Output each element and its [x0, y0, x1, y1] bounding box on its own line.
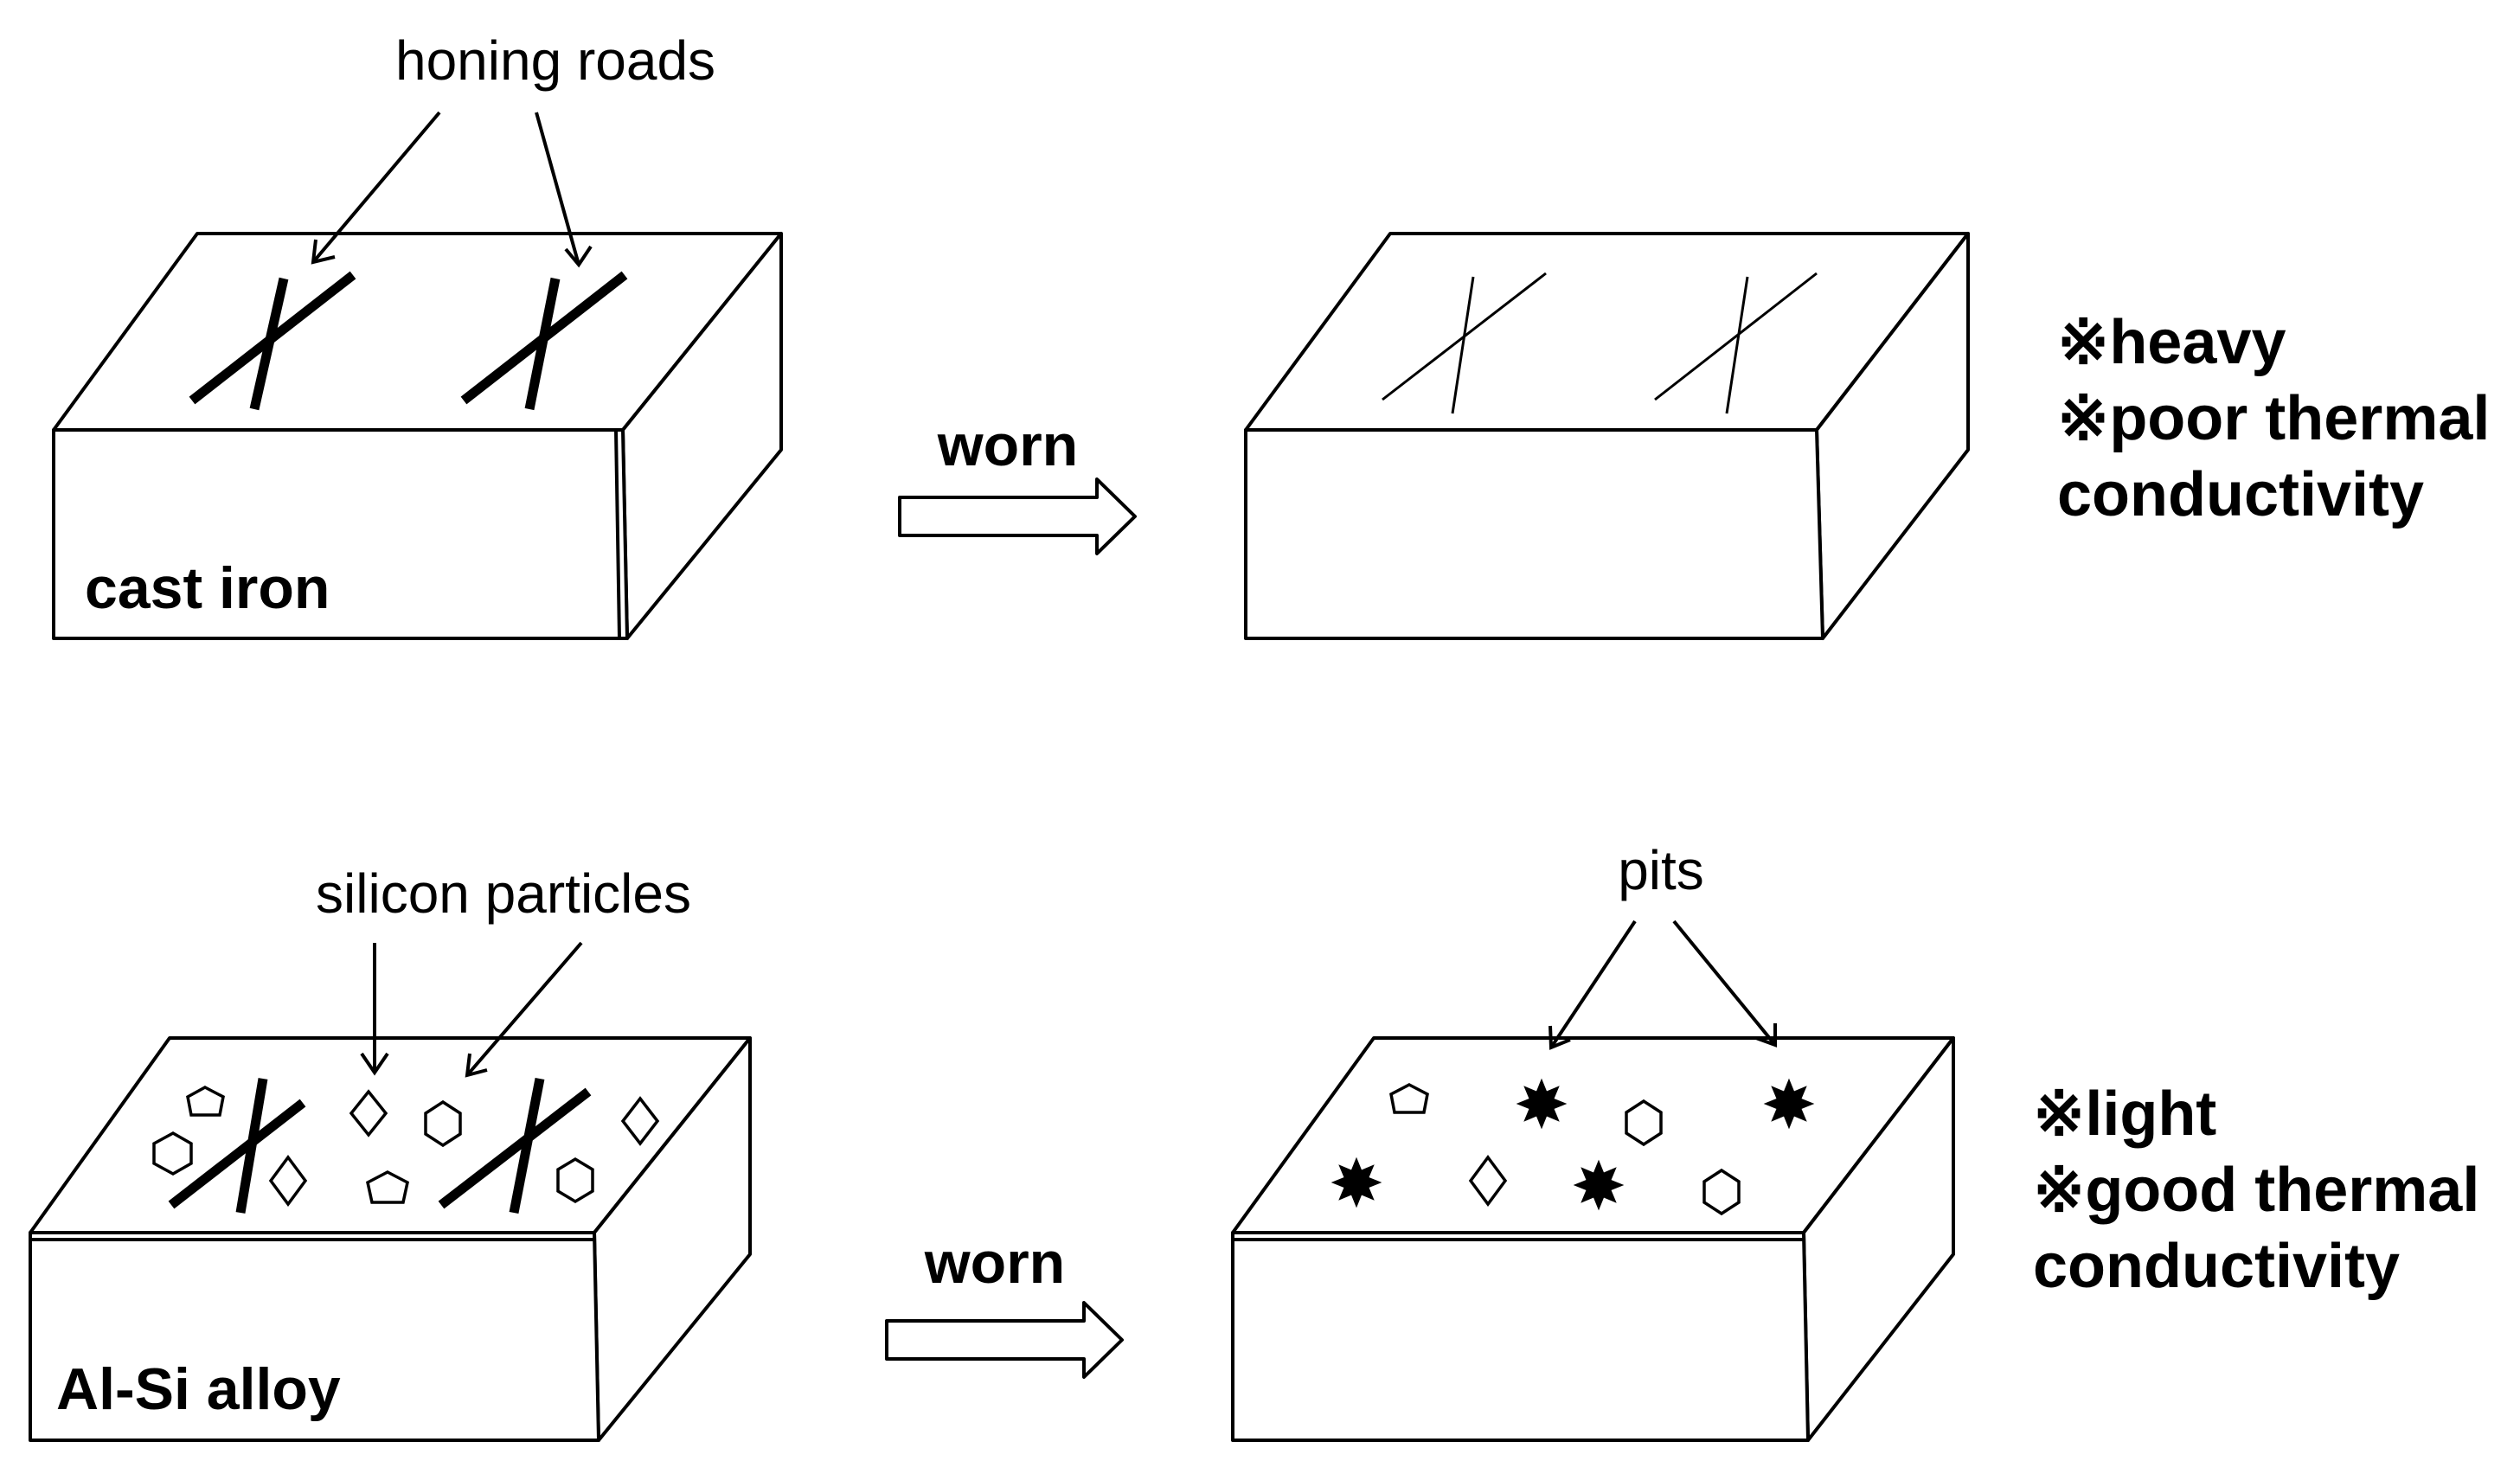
- property-line: ※good thermal: [2033, 1156, 2479, 1225]
- property-line: ※light: [2033, 1080, 2216, 1149]
- property-line: conductivity: [2033, 1232, 2400, 1301]
- worn-label-bottom: worn: [924, 1230, 1065, 1296]
- honing-road-line: [509, 1077, 545, 1214]
- pit-mark: [1331, 1157, 1382, 1208]
- honing-roads-pointer-arrows: [311, 111, 593, 268]
- al-si-front-face: [29, 1231, 600, 1442]
- worn-honing-road-line: [1451, 276, 1475, 414]
- property-line: conductivity: [2057, 460, 2424, 529]
- worn-cast-iron-front-face: [1244, 428, 1824, 640]
- worn-arrow-top: [898, 477, 1137, 555]
- honing-road-line: [249, 277, 289, 411]
- honing-road-line: [438, 1087, 592, 1209]
- diamond-particle: [349, 1089, 388, 1137]
- cast-iron-block: [52, 232, 783, 640]
- pits-group: [1331, 1078, 1815, 1211]
- pentagon-particle: [1389, 1083, 1429, 1114]
- hexagon-particle: [1625, 1099, 1663, 1147]
- property-line: ※heavy: [2057, 308, 2286, 377]
- hexagon-particle: [152, 1131, 193, 1176]
- cast-iron-front-face: [52, 428, 629, 640]
- worn-cast-iron-block: [1244, 232, 1970, 640]
- pit-mark: [1573, 1159, 1625, 1211]
- al-si-properties: ※light ※good thermal conductivity: [2033, 1080, 2479, 1301]
- cast-iron-label: cast iron: [85, 555, 330, 621]
- worn-honing-road-line: [1725, 276, 1749, 414]
- worn-al-si-surface: [1331, 1078, 1815, 1216]
- worn-al-si-block: [1231, 1036, 1955, 1442]
- worn-label-top: worn: [937, 413, 1078, 478]
- al-si-alloy-label: Al-Si alloy: [56, 1356, 341, 1422]
- al-si-honing-roads: [168, 1077, 592, 1214]
- property-line: ※poor thermal: [2057, 384, 2490, 453]
- pit-mark: [1516, 1078, 1568, 1130]
- silicon-particles-pointer-arrows: [360, 941, 583, 1078]
- honing-road-line: [524, 277, 561, 411]
- honing-road-line: [235, 1078, 268, 1214]
- silicon-particles: [152, 1086, 660, 1207]
- pits-pointer-arrows: [1549, 920, 1777, 1050]
- cast-iron-honing-roads: [189, 271, 628, 411]
- diamond-particle: [620, 1096, 660, 1146]
- hexagon-particle: [424, 1099, 462, 1148]
- diamond-particle: [1468, 1155, 1508, 1207]
- worn-honing-road-line: [1654, 272, 1818, 401]
- pits-label: pits: [1618, 839, 1704, 901]
- pentagon-particle: [366, 1170, 409, 1204]
- diamond-particle: [268, 1155, 308, 1207]
- hexagon-particle: [1702, 1168, 1741, 1216]
- honing-roads-label: honing roads: [395, 29, 715, 92]
- worn-al-si-front-face: [1231, 1231, 1810, 1442]
- silicon-particles-label: silicon particles: [316, 862, 691, 925]
- cast-iron-properties: ※heavy ※poor thermal conductivity: [2057, 308, 2490, 529]
- worn-honing-roads: [1382, 272, 1818, 414]
- worn-arrow-bottom: [885, 1301, 1124, 1379]
- pit-mark: [1763, 1078, 1815, 1130]
- pentagon-particle: [186, 1086, 225, 1117]
- hexagon-particle: [556, 1157, 594, 1204]
- honing-road-line: [168, 1099, 306, 1209]
